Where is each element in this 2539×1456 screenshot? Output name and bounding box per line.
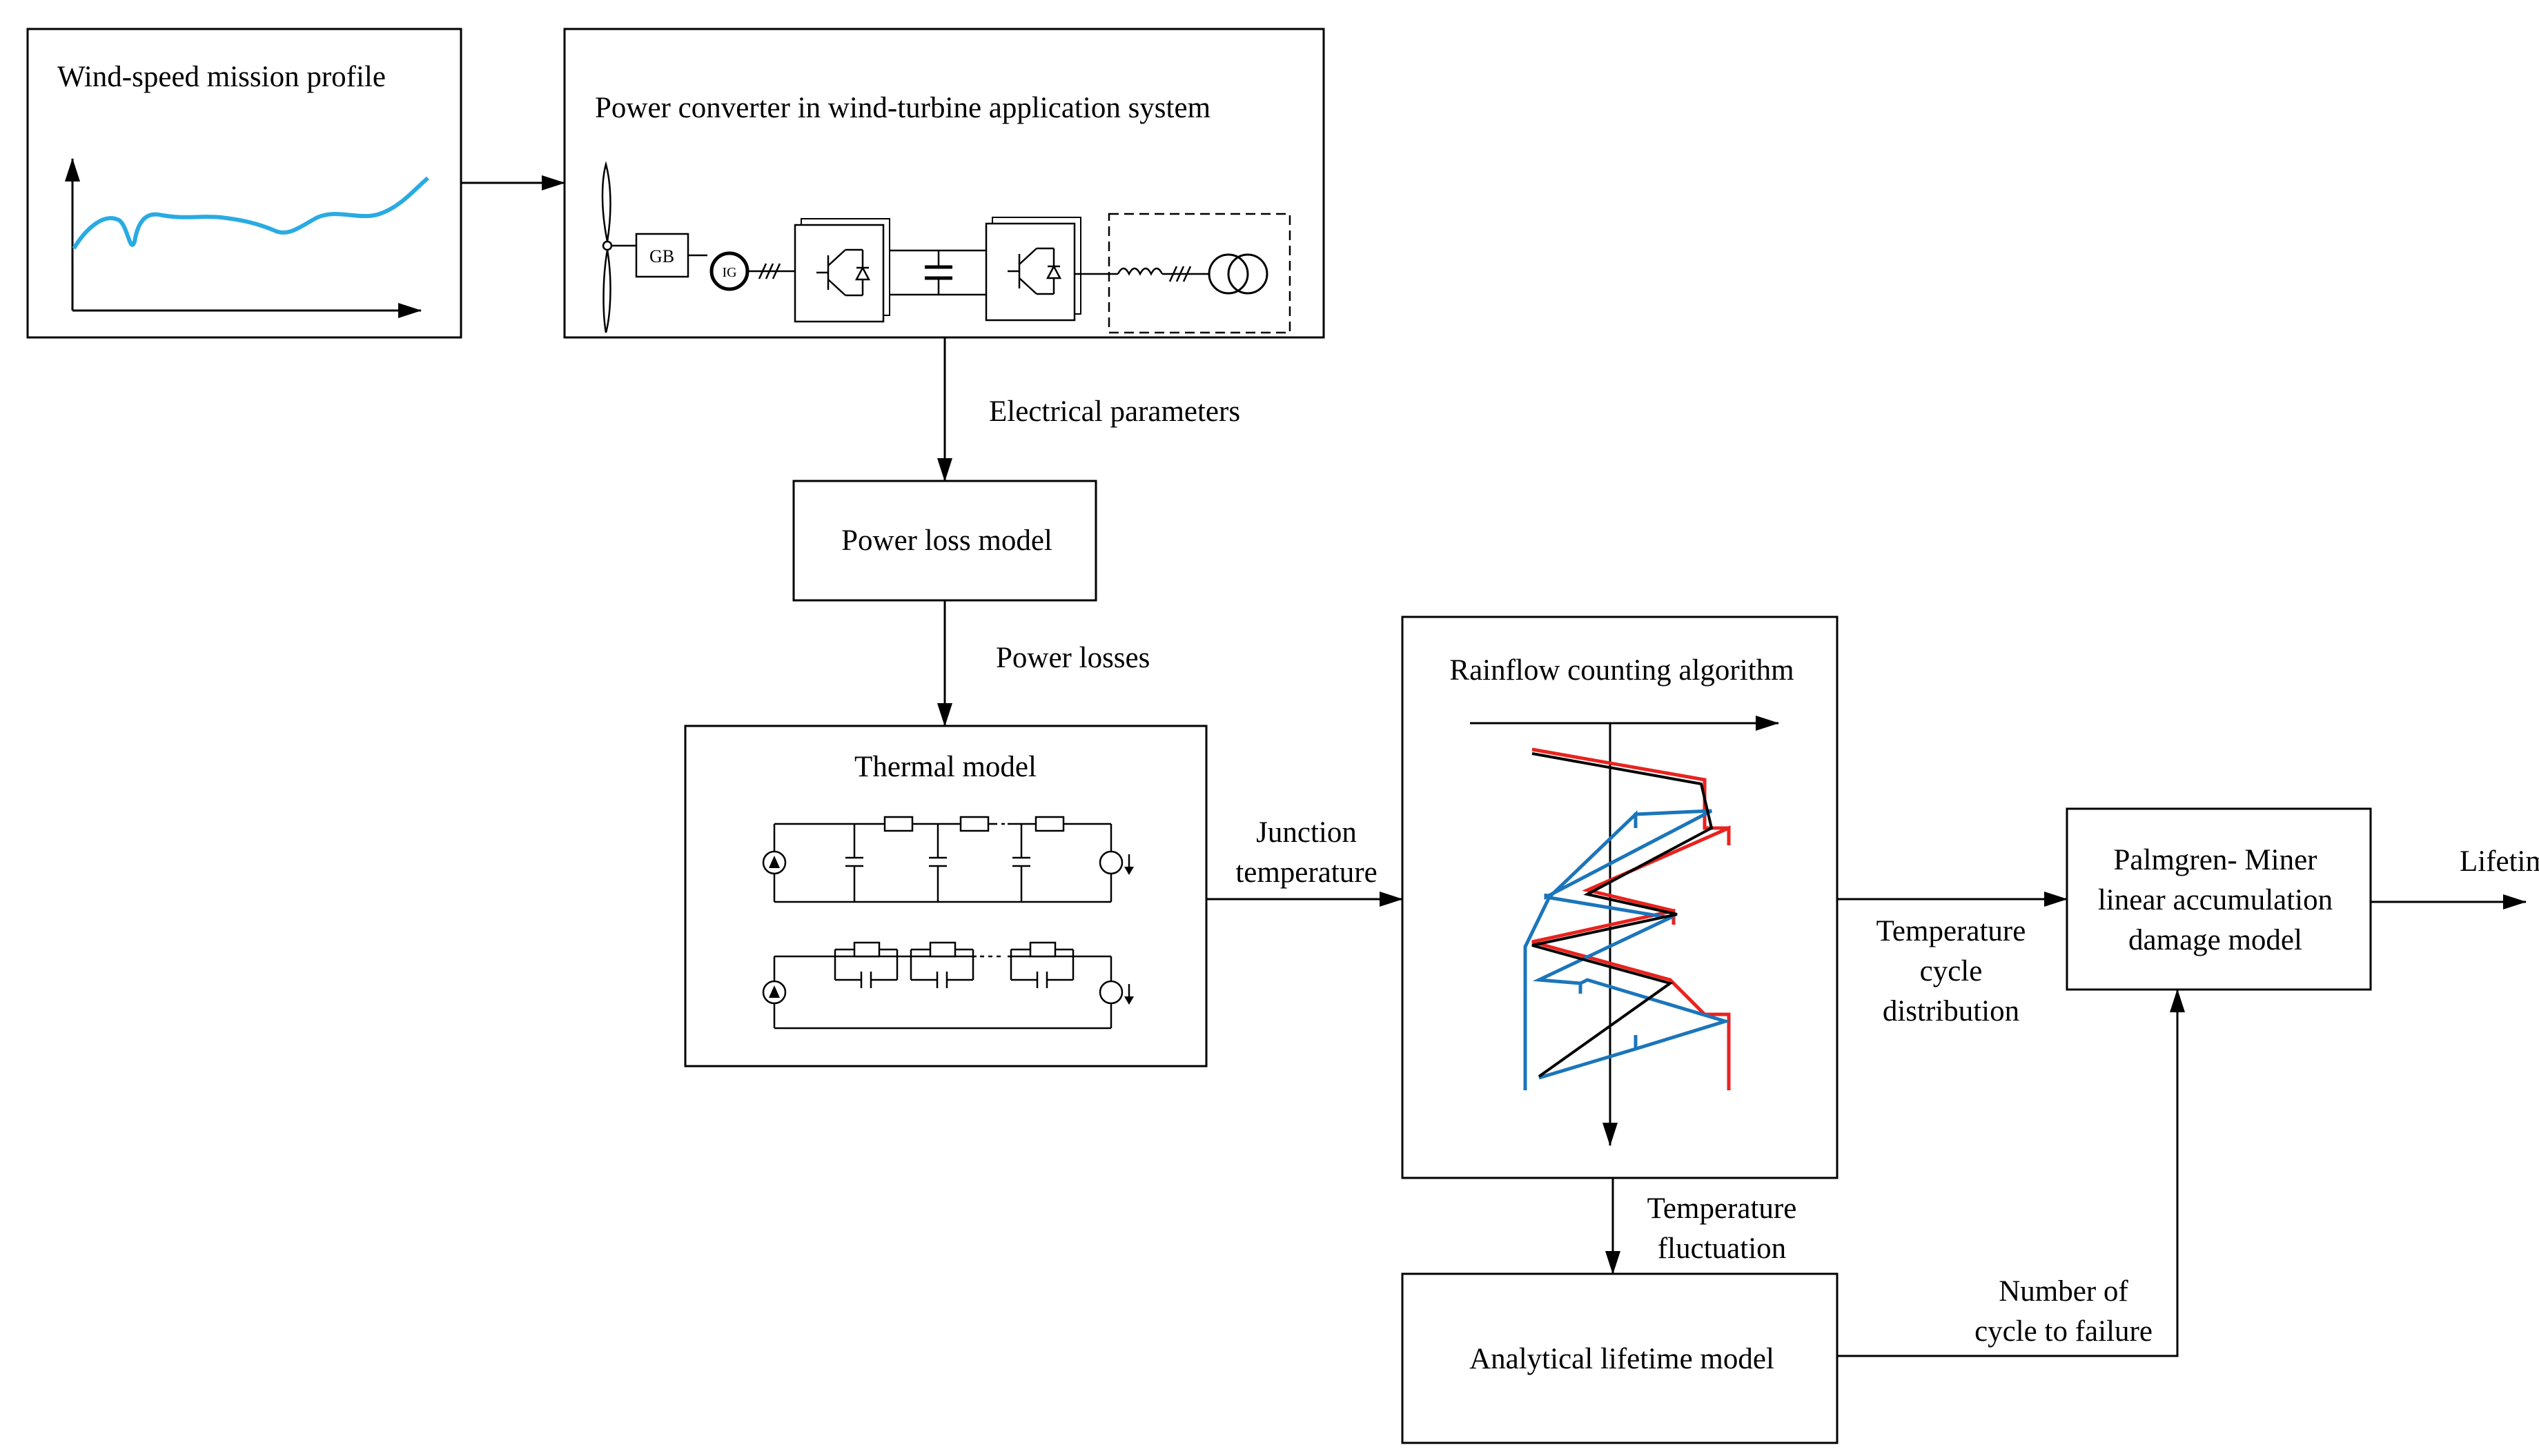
miner-title-3: damage model bbox=[2128, 924, 2302, 956]
gearbox-label: GB bbox=[649, 246, 674, 266]
miner-title-2: linear accumulation bbox=[2098, 884, 2333, 916]
electrical-parameters-label: Electrical parameters bbox=[989, 395, 1240, 428]
distribution-label-1: Temperature bbox=[1876, 915, 2026, 947]
cauer-network-icon bbox=[762, 816, 1134, 903]
grid-side-converter-icon bbox=[985, 217, 1081, 322]
rainflow-title: Rainflow counting algorithm bbox=[1449, 654, 1794, 687]
thermal-model-title: Thermal model bbox=[854, 751, 1037, 783]
thermal-model-box: Thermal model bbox=[684, 725, 1208, 1068]
power-losses-label: Power losses bbox=[996, 642, 1150, 674]
fluctuation-label-2: fluctuation bbox=[1658, 1232, 1786, 1265]
converter-box: Power converter in wind-turbine applicat… bbox=[563, 28, 1325, 339]
wind-speed-curve bbox=[72, 176, 429, 250]
miner-title-1: Palmgren- Miner bbox=[2114, 844, 2317, 876]
machine-side-converter-icon bbox=[794, 218, 890, 323]
rainflow-box: Rainflow counting algorithm bbox=[1401, 616, 1839, 1179]
mission-profile-axes bbox=[65, 158, 422, 318]
gearbox-icon: GB bbox=[635, 233, 707, 278]
dc-link-capacitor-icon bbox=[890, 249, 987, 296]
miner-box: Palmgren- Miner linear accumulation dama… bbox=[2066, 807, 2372, 991]
junction-temperature-label-1: Junction bbox=[1256, 816, 1357, 849]
cycles-label-1: Number of bbox=[1999, 1275, 2128, 1308]
arrow-analytical-to-miner bbox=[1837, 989, 2185, 1357]
analytical-lifetime-box: Analytical lifetime model bbox=[1401, 1272, 1839, 1444]
fluctuation-label-1: Temperature bbox=[1647, 1192, 1797, 1225]
lifetime-label: Lifetime bbox=[2460, 845, 2539, 878]
cycles-label-2: cycle to failure bbox=[1974, 1315, 2153, 1348]
distribution-label-3: distribution bbox=[1883, 995, 2019, 1027]
grid-filter-transformer-icon bbox=[1075, 213, 1291, 334]
foster-network-icon bbox=[762, 941, 1134, 1030]
generator-icon: IG bbox=[709, 251, 795, 291]
mission-profile-title: Wind-speed mission profile bbox=[57, 61, 386, 93]
converter-title: Power converter in wind-turbine applicat… bbox=[595, 92, 1210, 124]
junction-temperature-label-2: temperature bbox=[1235, 856, 1377, 889]
generator-label: IG bbox=[722, 265, 736, 280]
analytical-lifetime-title: Analytical lifetime model bbox=[1469, 1343, 1774, 1375]
distribution-label-2: cycle bbox=[1920, 955, 1983, 987]
turbine-icon bbox=[601, 161, 636, 333]
rainflow-plot bbox=[1470, 716, 1779, 1146]
power-loss-model-box: Power loss model bbox=[792, 480, 1097, 602]
mission-profile-box: Wind-speed mission profile bbox=[26, 28, 462, 339]
power-loss-model-title: Power loss model bbox=[841, 524, 1052, 557]
